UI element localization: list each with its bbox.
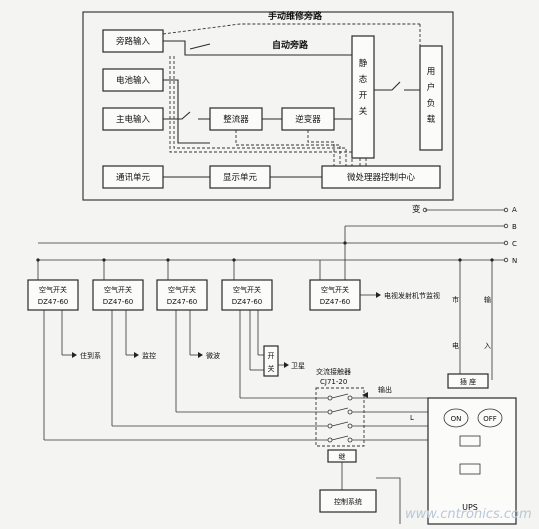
breaker-1-model: DZ47-60 [38,298,69,306]
control-bundle [169,56,367,166]
static-switch-char-4: 关 [359,106,368,117]
breaker-5-box [309,279,361,311]
load-arrow-2 [134,352,139,358]
socket-label: 插 座 [460,377,476,386]
socket-box [447,373,489,389]
mcu-box [321,165,441,189]
breaker-3-box [156,279,208,311]
ups-box [427,397,517,525]
switch-char-2: 关 [268,364,275,373]
ups-label: UPS [462,503,478,512]
input-char-2: 入 [484,342,491,350]
comm-unit-label: 通讯单元 [116,172,151,183]
contactor-title: 交流接触器 [316,367,351,376]
breaker-2-title: 空气开关 [104,285,132,294]
breaker-3-model: DZ47-60 [167,298,198,306]
auto-bypass-line [163,40,355,56]
breaker-5-title: 空气开关 [321,285,349,294]
static-to-load [374,81,420,91]
user-load-box [419,45,443,151]
transformer-label: 变 [412,204,421,215]
monitor-arrowhead [376,292,381,298]
mains-char-2: 电 [452,341,459,350]
phase-n-terminal [503,257,509,263]
load-arrow-3 [198,352,203,358]
breaker-4-box [221,279,273,311]
satellite-arrow [284,362,289,368]
static-switch-box [351,35,375,159]
phase-a-label: A [512,206,517,214]
contactor-wires [43,310,440,441]
control-wire [376,477,401,524]
breaker-2-box [92,279,144,311]
manual-bypass-label: 手动维修旁路 [268,10,323,22]
switch-char-1: 开 [268,352,275,360]
junction-dots [36,241,494,262]
control-box [319,489,377,513]
bypass-switch [189,43,211,50]
battery-feed-line [163,79,210,144]
watermark: www.cntronics.com [405,507,532,522]
static-switch-char-2: 态 [359,74,368,85]
user-load-char-4: 载 [427,114,436,125]
ups-on-label: ON [451,415,462,423]
phase-c-label: C [512,240,517,248]
user-load-char-3: 负 [427,98,436,109]
breaker-5-model: DZ47-60 [320,298,351,306]
mcu-label: 微处理器控制中心 [347,172,416,183]
switch-box [263,345,279,377]
phase-b-label: B [512,223,517,231]
breaker-4-model: DZ47-60 [232,298,263,306]
breaker-1-box [27,279,79,311]
user-load-char-2: 户 [427,82,436,93]
breaker-drops [37,226,346,280]
ups-indicator-1 [459,435,481,447]
load-arrow-1 [72,352,77,358]
manual-bypass-line [162,23,420,35]
contactor-box [315,387,365,447]
phase-c-terminal [503,240,509,246]
load-label-1: 住到系 [80,351,101,360]
load-wires [61,310,264,371]
static-switch-char-1: 静 [359,58,368,69]
satellite-label: 卫星 [291,362,305,370]
contactor-contacts [327,393,353,443]
top-frame [82,11,454,201]
ups-on-button [443,408,469,428]
breaker-3-title: 空气开关 [168,285,196,294]
breaker-2-model: DZ47-60 [103,298,134,306]
phase-a-terminal [503,207,509,213]
static-switch-char-3: 开 [359,91,368,101]
battery-input-label: 电池输入 [116,75,151,86]
phase-b-terminal [503,223,509,229]
input-char-1: 输 [484,295,491,304]
output-arrow [362,392,368,398]
auto-bypass-label: 自动旁路 [272,39,309,51]
relay-label: 继 [339,452,346,461]
bypass-input-label: 旁路输入 [116,36,151,47]
breaker-1-title: 空气开关 [39,285,67,294]
load-label-2: 监控 [142,351,156,360]
monitor-label: 电视发射机节监视 [384,291,440,300]
output-label: 输出 [378,385,392,394]
load-label-3: 微波 [206,351,220,360]
user-load-char-1: 用 [427,67,436,77]
ups-off-label: OFF [483,415,497,423]
ups-indicator-2 [459,463,481,475]
l-label: L [410,414,414,422]
breaker-4-title: 空气开关 [233,285,261,294]
contactor-model: CJ71-20 [320,378,347,386]
display-unit-label: 显示单元 [223,172,258,183]
phase-n-label: N [512,257,517,265]
inverter-label: 逆变器 [295,114,321,125]
mains-char-1: 市 [452,295,459,304]
ups-off-button [477,408,503,428]
rectifier-label: 整流器 [223,114,249,125]
main-input-label: 主电输入 [116,114,151,125]
control-box-label: 控制系统 [334,497,362,506]
